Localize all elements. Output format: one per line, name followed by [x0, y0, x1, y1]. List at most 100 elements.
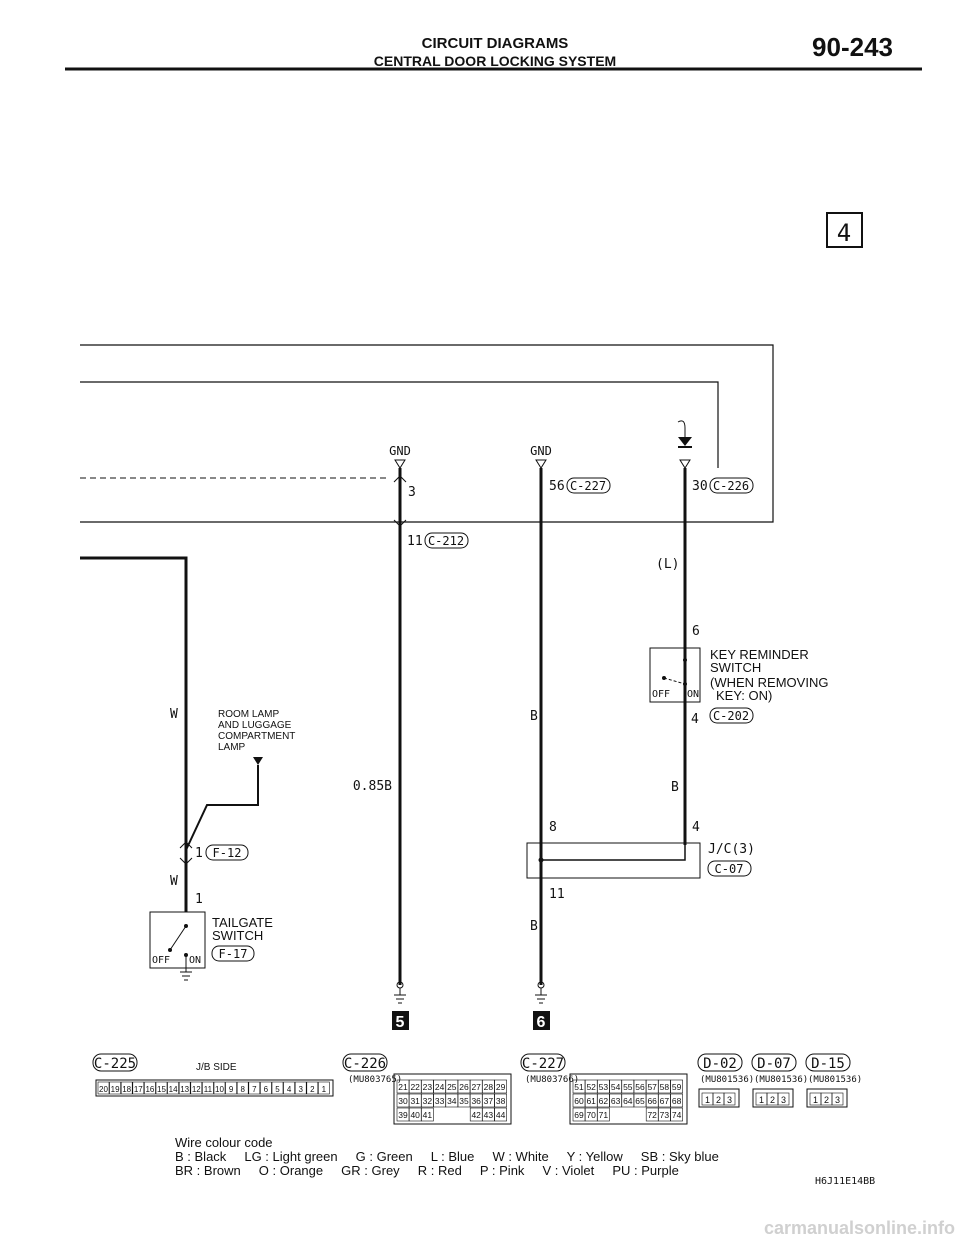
pin-cell [283, 1081, 295, 1095]
pin-number: 65 [635, 1096, 645, 1106]
pin-number: 31 [410, 1096, 420, 1106]
header-subtitle: CENTRAL DOOR LOCKING SYSTEM [374, 53, 616, 69]
pin-number: 68 [672, 1096, 682, 1106]
label-line: SWITCH [710, 660, 761, 675]
joint-connector [526, 842, 701, 879]
wire-color: W [170, 874, 178, 889]
pin-number: 11 [204, 1085, 213, 1094]
pin-number: 15 [157, 1085, 166, 1094]
pin-number: 28 [484, 1082, 494, 1092]
connector-badge [566, 477, 611, 494]
pin-cell [421, 1107, 434, 1122]
junction-dot [538, 857, 544, 863]
connector-c227-body [569, 1073, 688, 1125]
ground-arrow-icon [394, 459, 406, 469]
switch-off: OFF [652, 689, 670, 700]
pin-number: 38 [496, 1096, 506, 1106]
ground-icon [180, 971, 192, 981]
pin-number: 13 [180, 1085, 189, 1094]
pin-number: 29 [496, 1082, 506, 1092]
label-line: KEY: ON) [716, 688, 772, 703]
pin-cell [236, 1081, 249, 1095]
connector-icon [393, 475, 407, 527]
pin-number: 24 [435, 1082, 445, 1092]
pin-number: 8 [240, 1085, 245, 1094]
switch-on: ON [687, 689, 699, 700]
room-lamp-label: ROOM LAMP AND LUGGAGE COMPARTMENT LAMP [218, 709, 295, 753]
pin-number: 62 [599, 1096, 609, 1106]
pin-number: 14 [169, 1085, 178, 1094]
pin-label: 56 [549, 479, 565, 494]
unit-frame-inner [80, 381, 719, 468]
connector-icon [179, 841, 193, 865]
pin-number: 10 [215, 1085, 224, 1094]
pin-cell [597, 1107, 610, 1122]
pin-number: 61 [586, 1096, 596, 1106]
pin-cell [144, 1081, 156, 1095]
pin-number: 34 [447, 1096, 457, 1106]
pin-number: 2 [310, 1085, 315, 1094]
pin-number: 26 [459, 1082, 469, 1092]
pin-number: 7 [252, 1085, 257, 1094]
ground-marker-box [533, 1011, 550, 1030]
pin-cell [777, 1092, 790, 1106]
room-lamp-terminal-icon [253, 757, 263, 765]
connector-name: D-15 [811, 1056, 845, 1072]
pin-cell [670, 1079, 683, 1094]
wire-color: 0.85B [353, 779, 392, 794]
pin-number: 16 [145, 1085, 154, 1094]
pin-number: 2 [824, 1095, 829, 1105]
connector-name: C-202 [713, 709, 749, 723]
pin-number: 35 [459, 1096, 469, 1106]
wire-color: B [530, 919, 538, 934]
label-line: COMPARTMENT [218, 731, 295, 742]
connector-name: C-226 [713, 479, 749, 493]
legend-title: Wire colour code [175, 1135, 273, 1150]
connector-badge [751, 1053, 797, 1072]
label-line: LAMP [218, 742, 246, 753]
pin-cell [213, 1081, 226, 1095]
connector-badge [709, 707, 754, 724]
gnd-label: GND [530, 444, 552, 458]
part-number: (MU803765) [348, 1075, 402, 1085]
pin-number: 23 [423, 1082, 433, 1092]
connector-badge [424, 532, 469, 549]
pin-number: 58 [660, 1082, 670, 1092]
pin-number: 3 [727, 1095, 732, 1105]
pin-number: 42 [471, 1110, 481, 1120]
label-line: AND LUGGAGE [218, 720, 292, 731]
pin-label: 4 [692, 820, 700, 835]
part-number: (MU801536) [808, 1075, 862, 1085]
pin-number: 37 [484, 1096, 494, 1106]
pin-label: 3 [408, 485, 416, 500]
connector-c226-body [393, 1073, 512, 1125]
connector-badge [709, 477, 754, 494]
jc-label: J/C(3) [708, 842, 755, 857]
pin-number: 74 [672, 1110, 682, 1120]
ground-icon [535, 988, 547, 1004]
page-marker: 4 [837, 219, 851, 247]
wire-color: W [170, 707, 178, 722]
connector-badge [92, 1053, 138, 1072]
ground-marker: 6 [537, 1014, 546, 1031]
diode-icon [678, 437, 692, 446]
pin-number: 18 [122, 1085, 131, 1094]
connector-badge [697, 1053, 743, 1072]
pin-number: 2 [770, 1095, 775, 1105]
pin-label: 6 [692, 624, 700, 639]
legend-line-2: BR : Brown O : Orange GR : Grey R : Red … [175, 1163, 679, 1178]
connector-name: C-227 [570, 479, 606, 493]
wire-room-lamp [185, 765, 259, 851]
wire-end [677, 420, 686, 437]
pin-number: 27 [471, 1082, 481, 1092]
connector-d15-body [806, 1088, 848, 1108]
switch-off: OFF [152, 955, 170, 966]
pin-number: 43 [484, 1110, 494, 1120]
pin-number: 1 [322, 1085, 327, 1094]
pin-number: 1 [759, 1095, 764, 1105]
connector-name: C-225 [94, 1056, 136, 1072]
pin-cell [318, 1081, 330, 1095]
pin-label: 1 [195, 846, 203, 861]
pin-number: 71 [599, 1110, 609, 1120]
